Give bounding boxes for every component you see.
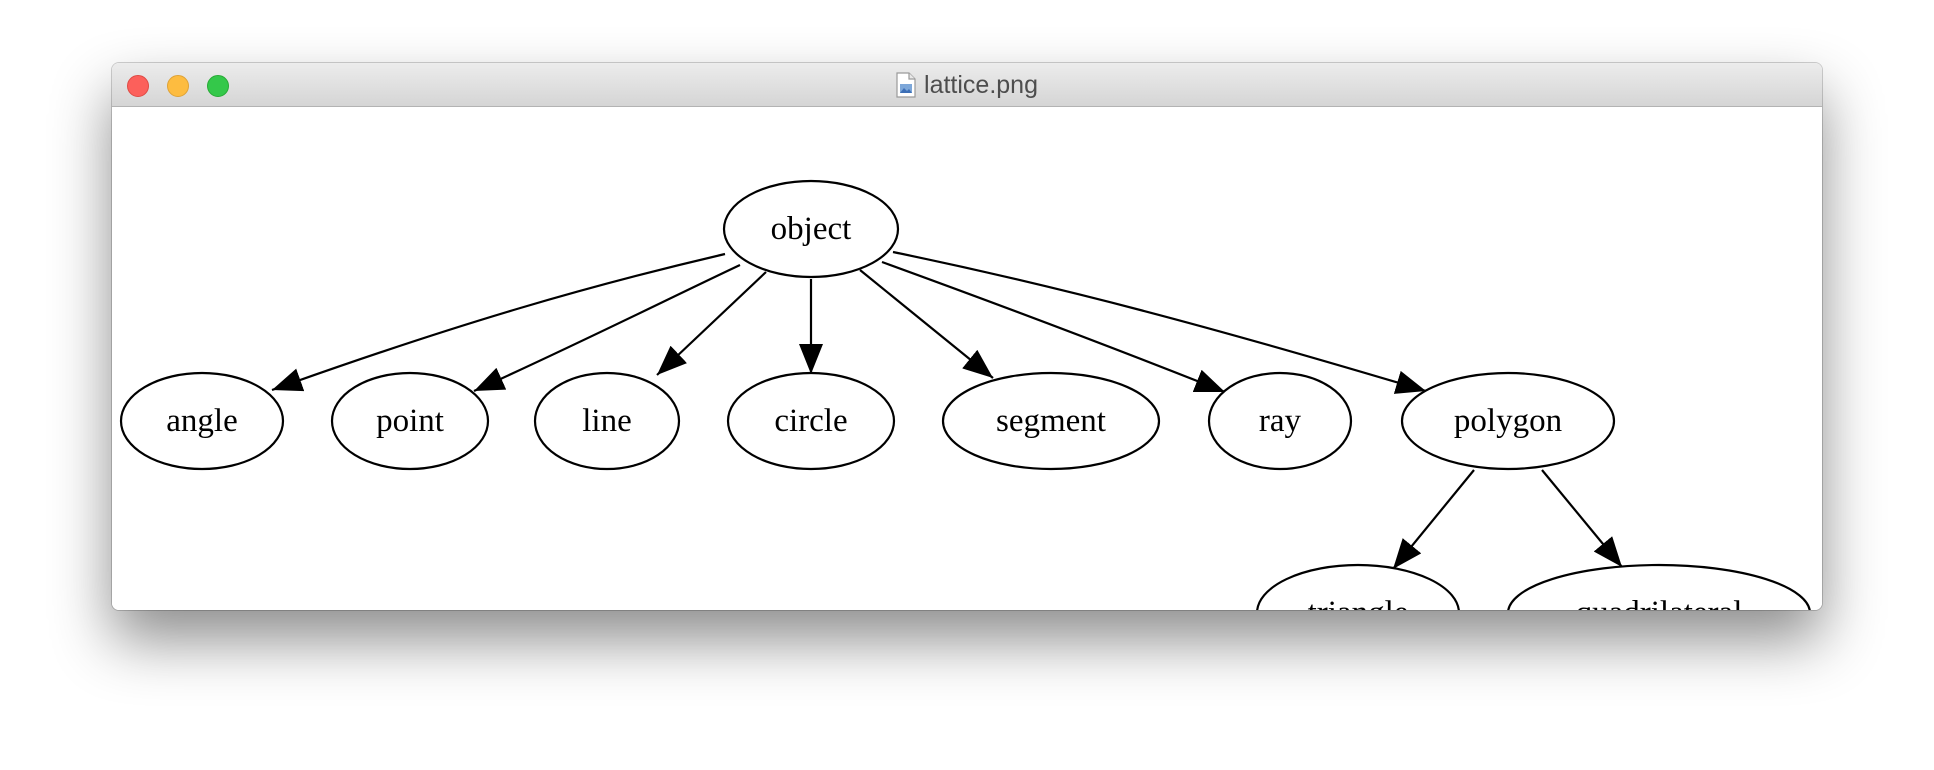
node-label-ray: ray bbox=[1259, 403, 1302, 439]
image-file-icon bbox=[896, 72, 916, 98]
node-label-segment: segment bbox=[996, 403, 1106, 439]
preview-window: lattice.png bbox=[112, 63, 1822, 610]
node-polygon bbox=[1400, 371, 1616, 471]
node-label-object: object bbox=[771, 211, 852, 247]
edge-polygon-triangle bbox=[1392, 469, 1475, 570]
node-label-quadrilateral: quadrilateral bbox=[1576, 595, 1743, 610]
node-quadrilateral bbox=[1507, 563, 1811, 610]
image-content: object angle point line circle segment r… bbox=[112, 107, 1822, 610]
window-title-text: lattice.png bbox=[924, 70, 1038, 99]
edge-object-ray bbox=[881, 260, 1226, 394]
node-label-angle: angle bbox=[166, 403, 237, 439]
node-object bbox=[722, 179, 900, 279]
node-label-circle: circle bbox=[774, 403, 847, 439]
node-ray bbox=[1207, 371, 1353, 471]
node-label-line: line bbox=[582, 403, 631, 439]
node-point bbox=[330, 371, 490, 471]
edge-object-point bbox=[473, 264, 741, 393]
lattice-graph: object angle point line circle segment r… bbox=[119, 179, 1811, 610]
edge-object-line bbox=[656, 271, 767, 376]
node-segment bbox=[941, 371, 1161, 471]
node-label-point: point bbox=[376, 403, 444, 439]
edge-object-polygon bbox=[892, 250, 1427, 394]
node-angle bbox=[119, 371, 285, 471]
node-triangle bbox=[1256, 563, 1460, 610]
window-title: lattice.png bbox=[112, 63, 1822, 107]
edge-object-segment bbox=[859, 269, 994, 379]
close-button[interactable] bbox=[127, 75, 149, 97]
edge-polygon-quadrilateral bbox=[1541, 469, 1623, 568]
node-line bbox=[533, 371, 681, 471]
edge-object-angle bbox=[271, 252, 726, 392]
node-label-polygon: polygon bbox=[1454, 403, 1562, 439]
node-circle bbox=[726, 371, 896, 471]
title-bar[interactable]: lattice.png bbox=[112, 63, 1822, 107]
minimize-button[interactable] bbox=[167, 75, 189, 97]
zoom-button[interactable] bbox=[207, 75, 229, 97]
node-label-triangle: triangle bbox=[1308, 595, 1409, 610]
